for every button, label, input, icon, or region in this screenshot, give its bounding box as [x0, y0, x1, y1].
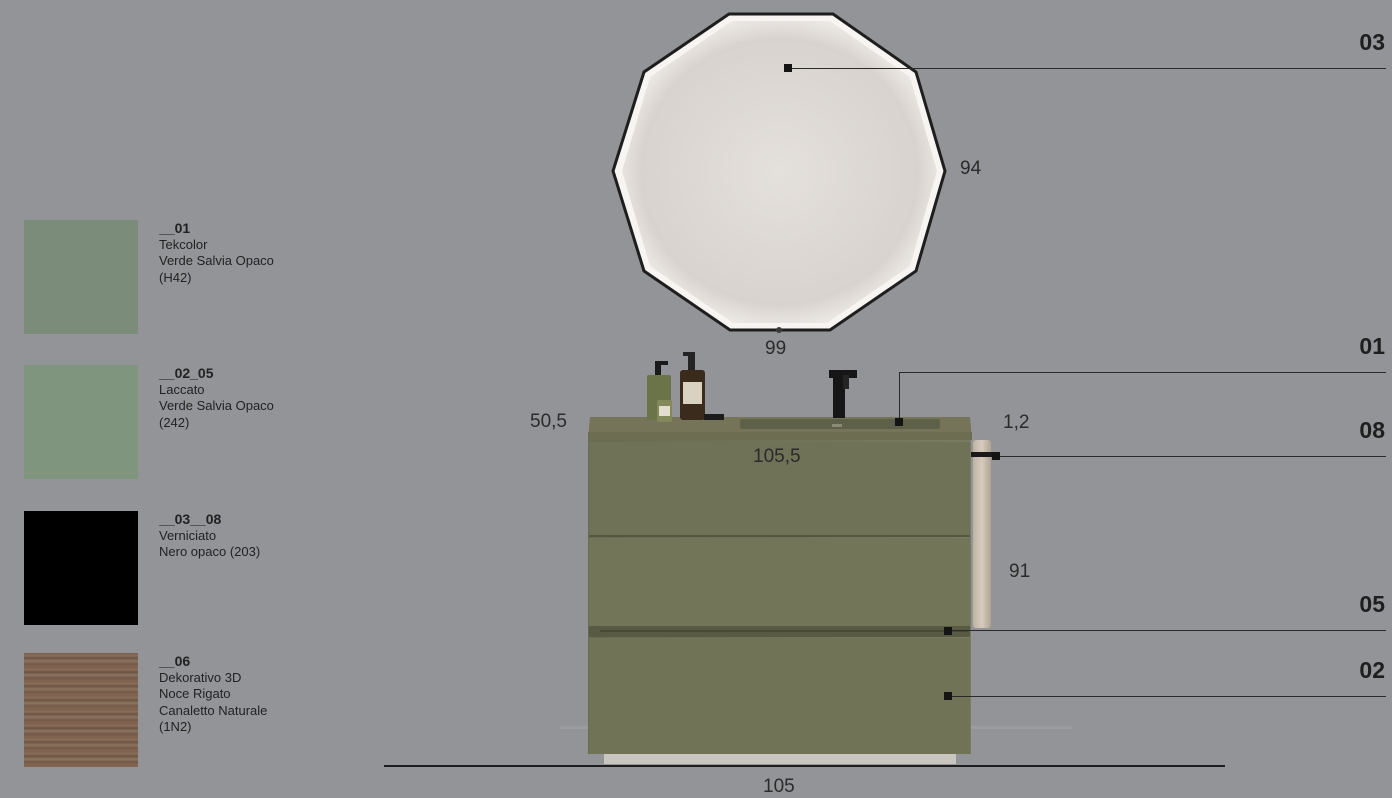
leader-01-vertical [899, 372, 900, 422]
leader-02 [948, 696, 1386, 697]
cabinet-plinth [604, 754, 956, 764]
finish-line: (1N2) [159, 719, 192, 734]
callout-mirror: 03 [1359, 29, 1385, 55]
finish-code: __03__08 [159, 511, 222, 527]
washbasin-top [588, 417, 972, 440]
callout-basin-top: 01 [1359, 333, 1385, 359]
accessories [647, 352, 724, 422]
finish-label-03-08: __03__08 Verniciato Nero opaco (203) [159, 511, 260, 561]
finish-line: Dekorativo 3D [159, 669, 242, 685]
leader-dot-05 [944, 627, 952, 635]
faucet [829, 370, 857, 418]
vanity-cabinet [588, 440, 971, 764]
faucet-lever [843, 375, 849, 389]
dimension-top-depth: 50,5 [530, 411, 567, 432]
finish-line: Verde Salvia Opaco [159, 398, 274, 413]
leader-08 [996, 456, 1386, 457]
soap-tray [704, 414, 724, 420]
finish-line: (242) [159, 414, 190, 430]
dimension-mirror-height: 94 [960, 158, 982, 179]
dimension-basin-width: 105,5 [753, 446, 801, 467]
finish-line: Verniciato [159, 527, 217, 543]
dispenser-green-pump [655, 361, 661, 375]
towel-bar [971, 452, 995, 457]
mirror [611, 12, 947, 333]
leader-dot-03 [784, 64, 792, 72]
faucet-body [833, 372, 845, 418]
dispenser-green-nozzle [655, 361, 668, 365]
faucet-spout [829, 370, 857, 378]
finish-label-02-05: __02_05 Laccato Verde Salvia Opaco (242) [159, 365, 274, 431]
finish-swatch-02-05 [24, 365, 138, 479]
drain [832, 424, 842, 427]
finish-line: Verde Salvia Opaco [159, 253, 274, 268]
finish-label-06: __06 Dekorativo 3D Noce Rigato Canaletto… [159, 653, 267, 736]
dimension-total-width: 105 [763, 776, 795, 797]
leader-dot-01 [895, 418, 903, 426]
finish-swatch-01 [24, 220, 138, 334]
dispenser-brown-nozzle [683, 352, 695, 356]
small-jar-label [659, 406, 670, 416]
finish-swatch-06 [24, 653, 138, 767]
callout-cabinet: 02 [1359, 657, 1385, 683]
towel [973, 440, 991, 628]
drawer-middle [589, 538, 970, 626]
finish-line: Canaletto Naturale [159, 702, 268, 718]
finish-code: __02_05 [159, 365, 214, 381]
finish-label-01: __01 Tekcolor Verde Salvia Opaco (H42) [159, 220, 274, 286]
dimension-top-thickness: 1,2 [1003, 412, 1030, 433]
leader-dot-02 [944, 692, 952, 700]
leader-dot-08 [992, 452, 1000, 460]
drawer-top [589, 442, 970, 535]
towel-rail [971, 440, 995, 628]
dimension-cabinet-height: 91 [1009, 561, 1031, 582]
leader-05 [948, 630, 1386, 631]
finish-line: Tekcolor [159, 236, 208, 252]
callout-towel-bar: 08 [1359, 417, 1385, 443]
finish-line: (H42) [159, 269, 192, 285]
dimension-mirror-width: 99 [765, 338, 787, 359]
finish-code: __06 [159, 653, 191, 669]
top-edge [588, 432, 972, 440]
finish-line: Laccato [159, 381, 205, 397]
drawer-bottom [589, 638, 970, 754]
finish-swatch-03-08 [24, 511, 138, 625]
leader-03 [788, 68, 1386, 69]
mirror-glass [622, 21, 937, 323]
dispenser-brown-label [683, 382, 702, 404]
finish-line: Nero opaco (203) [159, 544, 261, 559]
mirror-sensor [776, 327, 782, 333]
finish-line: Noce Rigato [159, 686, 231, 701]
finish-code: __01 [159, 220, 191, 236]
dispenser-brown-pump [688, 354, 695, 370]
leader-01-horizontal [899, 372, 1386, 373]
callout-handle-profile: 05 [1359, 591, 1385, 617]
